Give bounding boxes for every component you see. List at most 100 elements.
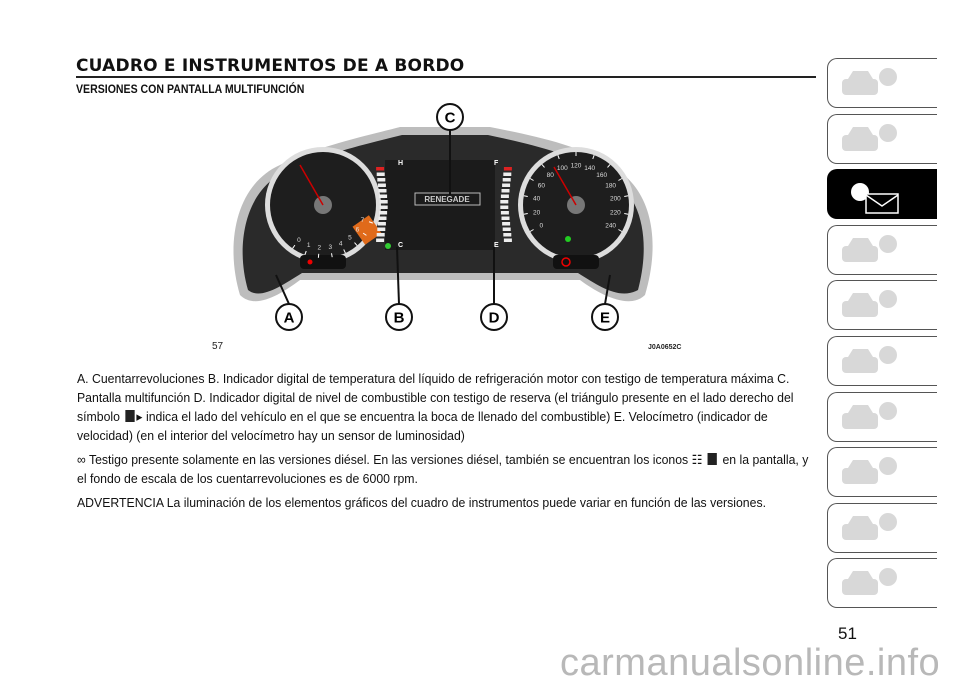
bar-segment [503,178,511,182]
figure-description: A. Cuentarrevoluciones B. Indicador digi… [77,369,821,517]
chapter-tab-car-hazard[interactable] [827,336,937,386]
warning-note: ADVERTENCIA La iluminación de los elemen… [77,493,821,512]
chapter-tab-warning-lights-message[interactable] [827,169,937,219]
tach-label: 1 [307,242,311,249]
diesel-note: ∞ Testigo presente solamente en las vers… [77,450,821,488]
bar-segment [376,167,384,171]
speed-label: 60 [538,183,546,190]
chapter-tab-airbag-seat[interactable] [827,225,937,275]
chapter-tab-car-info[interactable] [827,114,937,164]
gauge-tick [332,253,333,257]
chapter-tab-car-search[interactable] [827,58,937,108]
bar-segment [503,228,511,232]
speed-label: 160 [596,172,607,179]
figure-number: 57 [212,341,223,352]
speed-label: 220 [610,209,621,216]
glow-plug-icon: ∞ [77,452,86,467]
tach-label: 5 [348,235,352,242]
speed-label: 140 [584,165,595,172]
gauge-tick [624,196,628,197]
bar-segment [500,200,508,204]
gauge-tick [524,214,528,215]
callout-label-c: C [445,110,456,127]
bar-segment [377,233,385,237]
legend-paragraph: A. Cuentarrevoluciones B. Indicador digi… [77,369,821,445]
speed-label: 240 [605,223,616,230]
bar-segment [503,173,511,177]
figure-code: J0A0652C [648,344,681,351]
section-subtitle: VERSIONES CON PANTALLA MULTIFUNCIÓN [76,82,304,96]
bar-segment [377,228,385,232]
chapter-tab-specifications-gear[interactable] [827,447,937,497]
key-steering-wheel-icon [836,285,906,327]
speed-label: 40 [533,196,541,203]
bar-segment [504,239,512,243]
tach-label: 7 [361,217,365,224]
tach-label: 3 [328,244,332,251]
callout-label-d: D [489,310,500,327]
speed-label: 0 [540,223,544,230]
bar-segment [502,222,510,226]
page-title: CUADRO E INSTRUMENTOS DE A BORDO [76,56,464,76]
speed-label: 180 [605,183,616,190]
car-info-icon [836,119,906,161]
callout-label-b: B [394,310,405,327]
callout-label-a: A [284,310,295,327]
speed-label: 100 [557,165,568,172]
chapter-tab-index[interactable] [827,558,937,608]
bar-segment [504,167,512,171]
index-icon [836,563,906,605]
tach-label: 0 [297,237,301,244]
bar-segment [502,184,510,188]
bar-segment [503,233,511,237]
speed-label: 200 [610,196,621,203]
legend-text-cont: indica el lado del vehículo en el que se… [77,409,768,443]
car-search-icon [836,63,906,105]
bar-segment [378,222,386,226]
watermark: carmanualsonline.info [560,642,940,685]
chapter-tab-car-service[interactable] [827,392,937,442]
speed-label: 80 [547,172,555,179]
tach-label: 6 [356,227,360,234]
specifications-gear-icon [836,452,906,494]
bar-segment [380,206,388,210]
tach-label: 4 [339,241,343,248]
tach-label: 2 [318,244,322,251]
page-number: 51 [838,624,857,644]
bar-segment [502,189,510,193]
bar-segment [376,239,384,243]
water-in-fuel-icon [708,453,717,465]
warning-lights-message-icon [836,174,906,216]
bar-segment [377,178,385,182]
chapter-tab-key-steering-wheel[interactable] [827,280,937,330]
gauge-tick [624,214,628,215]
airbag-seat-icon [836,230,906,272]
chapter-tab-multimedia[interactable] [827,503,937,553]
temp-cold-label: C [398,242,403,249]
display-brand: RENEGADE [424,195,470,204]
temp-hot-label: H [398,160,403,167]
bar-segment [500,206,508,210]
bar-segment [379,211,387,215]
title-divider [76,76,816,78]
bar-segment [378,184,386,188]
bar-segment [380,200,388,204]
diesel-note-text: Testigo presente solamente en las versio… [89,452,688,467]
fuel-pump-icon [125,410,134,422]
bar-segment [379,189,387,193]
bar-segment [379,217,387,221]
bar-segment [501,195,509,199]
speed-label: 120 [571,163,582,170]
gauge-tick [524,196,528,197]
bar-segment [501,211,509,215]
fuel-full-label: F [494,160,499,167]
car-service-icon [836,397,906,439]
speed-label: 20 [533,209,541,216]
multimedia-icon [836,508,906,550]
bar-segment [502,217,510,221]
bar-segment [377,173,385,177]
dpf-icon: ☷ [692,452,703,467]
bar-segment [379,195,387,199]
callout-label-e: E [600,310,610,327]
